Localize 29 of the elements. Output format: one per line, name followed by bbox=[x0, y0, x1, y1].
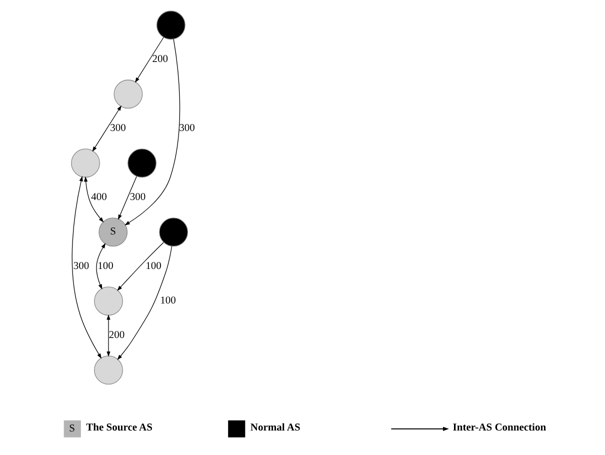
edge-label: 200 bbox=[152, 54, 168, 66]
arrow bbox=[71, 176, 102, 359]
arrow bbox=[134, 36, 164, 83]
arrow bbox=[116, 242, 164, 291]
edge-label: 300 bbox=[129, 192, 146, 204]
label: S bbox=[68, 423, 74, 434]
node-circle bbox=[127, 148, 156, 178]
edge-label: 300 bbox=[178, 123, 194, 134]
arrow bbox=[83, 176, 104, 222]
legend-label: Inter-AS Connection bbox=[452, 422, 546, 434]
edge-label: 100 bbox=[145, 261, 161, 272]
edge-label: 100 bbox=[97, 261, 113, 272]
node-circle bbox=[70, 148, 100, 178]
node-circle bbox=[156, 10, 185, 40]
legend-label: The Source AS bbox=[86, 422, 152, 434]
legend-label: Normal AS bbox=[250, 422, 300, 434]
edge-label: 300 bbox=[110, 123, 126, 134]
arrow bbox=[106, 314, 110, 357]
edge-label: 400 bbox=[90, 192, 106, 204]
edge-label: 100 bbox=[160, 296, 176, 307]
node-circle bbox=[113, 80, 142, 109]
node-circle bbox=[158, 218, 188, 247]
arrow bbox=[116, 246, 172, 360]
edge-label: 200 bbox=[108, 330, 124, 342]
arrow bbox=[124, 38, 180, 226]
edge-label: 300 bbox=[72, 261, 89, 272]
arrow bbox=[96, 243, 106, 290]
arrow bbox=[118, 176, 136, 220]
arrow bbox=[92, 105, 121, 152]
